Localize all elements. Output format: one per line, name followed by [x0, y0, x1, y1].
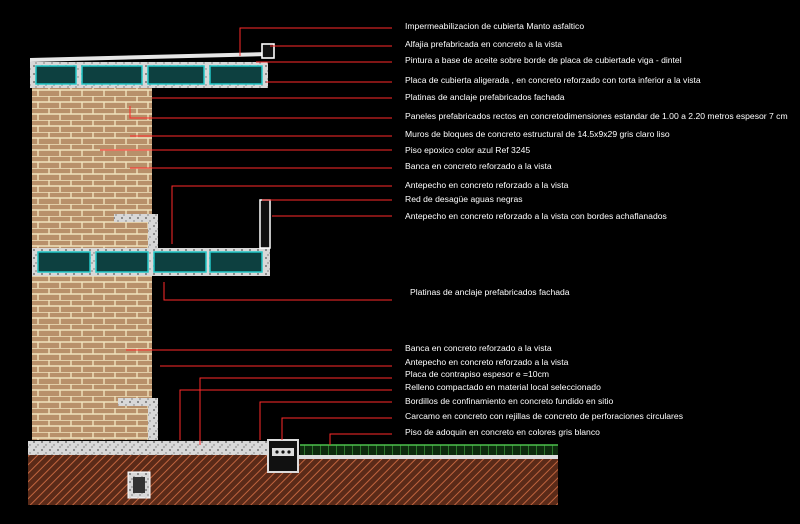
- label-carcamo: Carcamo en concreto con rejillas de conc…: [405, 411, 684, 421]
- label-piso-epoxico: Piso epoxico color azul Ref 3245: [405, 145, 531, 155]
- label-antepecho-1: Antepecho en concreto reforzado a la vis…: [405, 180, 569, 190]
- label-piso-adoquin: Piso de adoquin en concreto en colores g…: [405, 427, 600, 437]
- label-platinas-1: Platinas de anclaje prefabricados fachad…: [405, 92, 565, 102]
- parapet: [259, 199, 271, 249]
- label-relleno: Relleno compactado en material local sel…: [405, 382, 601, 392]
- label-paneles: Paneles prefabricados rectos en concreto…: [405, 111, 788, 121]
- label-antepecho-3: Antepecho en concreto reforzado a la vis…: [405, 357, 569, 367]
- label-platinas-2: Platinas de anclaje prefabricados fachad…: [410, 287, 570, 297]
- label-antepecho-2: Antepecho en concreto reforzado a la vis…: [405, 211, 667, 221]
- label-banca-2: Banca en concreto reforzado a la vista: [405, 343, 552, 353]
- membrane: [30, 52, 268, 62]
- label-impermeabilizacion: Impermeabilizacion de cubierta Manto asf…: [405, 21, 585, 31]
- label-placa-contrapiso: Placa de contrapiso espesor e =10cm: [405, 369, 550, 379]
- bench-lower: [118, 398, 158, 406]
- ground-top-band: [28, 441, 268, 455]
- label-placa-cubierta: Placa de cubierta aligerada , en concret…: [405, 75, 701, 85]
- label-bordillos: Bordillos de confinamiento en concreto f…: [405, 396, 614, 406]
- bench-upper: [114, 214, 158, 222]
- label-red-desague: Red de desagüe aguas negras: [405, 194, 523, 204]
- coping: [261, 43, 275, 59]
- label-pintura: Pintura a base de aceite sobre borde de …: [405, 55, 682, 65]
- paving-strip: [300, 445, 558, 455]
- label-muros: Muros de bloques de concreto estructural…: [405, 129, 670, 139]
- label-banca-1: Banca en concreto reforzado a la vista: [405, 161, 552, 171]
- label-alfajia: Alfajia prefabricada en concreto a la vi…: [405, 39, 563, 49]
- leader-lines: [100, 27, 392, 445]
- ground-right-band: [298, 455, 558, 459]
